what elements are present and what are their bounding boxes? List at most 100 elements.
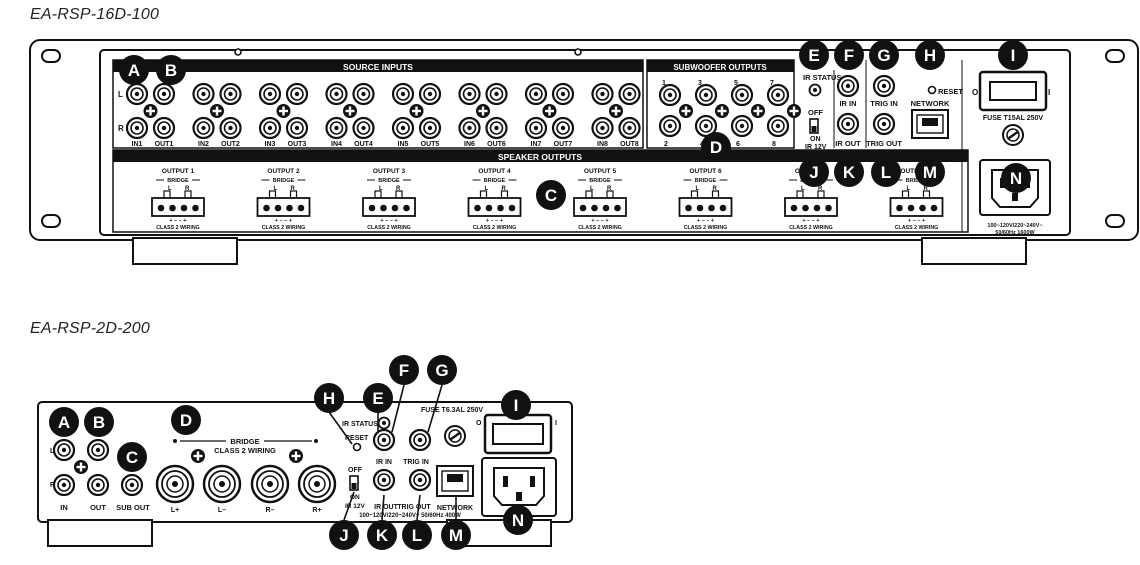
- speaker-r-label: R: [924, 186, 929, 192]
- svg-text:G: G: [877, 46, 890, 65]
- bottom-unit: L R IN OUT SUB OUT BRIDGE CLASS 2 WIRING…: [37, 401, 573, 547]
- speaker-terminal-block[interactable]: [573, 197, 627, 217]
- top-callout-a: A: [119, 55, 149, 85]
- source-rca-jack-l[interactable]: [192, 82, 215, 106]
- speaker-terminal-block[interactable]: [784, 197, 838, 217]
- bottom-ir-12v-label: IR 12V: [345, 503, 366, 510]
- subwoofer-rca-jack[interactable]: [766, 83, 790, 107]
- speaker-bridge-label: BRIDGE: [906, 178, 928, 184]
- subwoofer-rca-jack[interactable]: [766, 114, 790, 138]
- bottom-bridge-label: BRIDGE: [230, 437, 259, 446]
- subwoofer-rca-jack[interactable]: [658, 114, 682, 138]
- reset-button[interactable]: [927, 85, 937, 95]
- bottom-r-label: R: [50, 482, 55, 489]
- trig-out-jack[interactable]: [872, 112, 896, 136]
- bottom-callout-f: F: [389, 355, 419, 385]
- speaker-terminal-block[interactable]: [256, 197, 311, 217]
- source-rca-jack-l[interactable]: [485, 82, 508, 106]
- svg-text:M: M: [449, 526, 463, 545]
- bottom-ir-in-jack[interactable]: [372, 428, 396, 452]
- source-rca-jack-l[interactable]: [524, 82, 548, 106]
- bottom-network-label: NETWORK: [437, 505, 473, 512]
- svg-text:D: D: [180, 411, 192, 430]
- svg-text:H: H: [323, 389, 335, 408]
- source-rca-jack-l[interactable]: [125, 82, 149, 106]
- bottom-l-label: L: [50, 448, 55, 455]
- bottom-trig-in-label: TRIG IN: [403, 459, 429, 466]
- rack-ear-slot-left-bottom: [41, 214, 61, 228]
- class2-wiring-label: CLASS 2 WIRING: [367, 225, 411, 231]
- input-l-label: L: [118, 90, 123, 99]
- speaker-outputs-label: SPEAKER OUTPUTS: [498, 152, 582, 162]
- source-rca-jack-r[interactable]: [524, 116, 548, 140]
- ir-in-jack[interactable]: [836, 74, 860, 98]
- bottom-out-label: OUT: [90, 503, 106, 512]
- source-rca-jack-l[interactable]: [352, 82, 375, 106]
- pair-screw: [276, 104, 291, 118]
- subwoofer-rca-jack[interactable]: [730, 83, 754, 107]
- sub-top-label: 1: [662, 80, 666, 87]
- speaker-terminal-block[interactable]: [467, 197, 522, 217]
- source-rca-jack-r[interactable]: [258, 116, 282, 140]
- svg-text:G: G: [435, 361, 448, 380]
- source-rca-jack-l[interactable]: [152, 82, 176, 106]
- class2-wiring-label: CLASS 2 WIRING: [789, 225, 833, 231]
- source-rca-jack-r[interactable]: [192, 116, 215, 140]
- speaker-terminal-block[interactable]: [678, 197, 733, 217]
- source-rca-jack-l[interactable]: [325, 82, 348, 106]
- bottom-out-l-jack[interactable]: [86, 438, 110, 462]
- bottom-reset-button[interactable]: [352, 442, 362, 452]
- source-rca-jack-r[interactable]: [352, 116, 375, 140]
- subwoofer-rca-jack[interactable]: [658, 83, 682, 107]
- ir-out-jack[interactable]: [836, 112, 860, 136]
- source-rca-jack-l[interactable]: [591, 82, 614, 106]
- bottom-trig-in-jack[interactable]: [408, 428, 432, 452]
- speaker-terminal-block[interactable]: [151, 197, 205, 217]
- bottom-fuse-label: FUSE T6.3AL 250V: [421, 407, 483, 414]
- sub-out-jack[interactable]: [120, 473, 144, 497]
- source-rca-jack-r[interactable]: [458, 116, 481, 140]
- network-label: NETWORK: [911, 99, 950, 108]
- speaker-terminal-block[interactable]: [889, 197, 944, 217]
- source-rca-jack-l[interactable]: [258, 82, 282, 106]
- subwoofer-rca-jack[interactable]: [694, 83, 718, 107]
- source-rca-jack-r[interactable]: [591, 116, 614, 140]
- top-model-caption: EA-RSP-16D-100: [30, 6, 160, 23]
- source-rca-jack-r[interactable]: [618, 116, 641, 140]
- bottom-in-r-jack[interactable]: [52, 473, 76, 497]
- source-rca-jack-l[interactable]: [285, 82, 309, 106]
- bottom-reset-label: RESET: [345, 435, 369, 442]
- trig-in-jack[interactable]: [872, 74, 896, 98]
- source-rca-jack-r[interactable]: [285, 116, 309, 140]
- source-rca-jack-r[interactable]: [391, 116, 415, 140]
- class2-wiring-label: CLASS 2 WIRING: [473, 225, 517, 231]
- sub-screw: [787, 104, 801, 118]
- top-callout-b: B: [156, 55, 186, 85]
- source-rca-jack-r[interactable]: [152, 116, 176, 140]
- source-rca-jack-r[interactable]: [551, 116, 575, 140]
- source-rca-jack-r[interactable]: [418, 116, 442, 140]
- speaker-bridge-label: BRIDGE: [695, 178, 717, 184]
- speaker-l-label: L: [801, 186, 805, 192]
- speaker-terminal-block[interactable]: [362, 197, 416, 217]
- source-rca-jack-r[interactable]: [325, 116, 348, 140]
- source-rca-jack-l[interactable]: [618, 82, 641, 106]
- svg-text:I: I: [1011, 46, 1016, 65]
- source-rca-jack-l[interactable]: [418, 82, 442, 106]
- bottom-out-r-jack[interactable]: [86, 473, 110, 497]
- bottom-bridge-screw: [191, 449, 205, 463]
- bottom-in-l-jack[interactable]: [52, 438, 76, 462]
- source-rca-jack-l[interactable]: [458, 82, 481, 106]
- svg-text:J: J: [339, 526, 348, 545]
- source-rca-jack-r[interactable]: [485, 116, 508, 140]
- source-rca-jack-l[interactable]: [219, 82, 242, 106]
- source-rca-jack-l[interactable]: [551, 82, 575, 106]
- source-rca-jack-r[interactable]: [219, 116, 242, 140]
- sub-bottom-label: 6: [736, 141, 740, 148]
- sub-bottom-label: 2: [664, 141, 668, 148]
- bottom-ir-out-jack[interactable]: [372, 468, 396, 492]
- source-rca-jack-r[interactable]: [125, 116, 149, 140]
- bottom-trig-out-jack[interactable]: [408, 468, 432, 492]
- subwoofer-rca-jack[interactable]: [730, 114, 754, 138]
- source-rca-jack-l[interactable]: [391, 82, 415, 106]
